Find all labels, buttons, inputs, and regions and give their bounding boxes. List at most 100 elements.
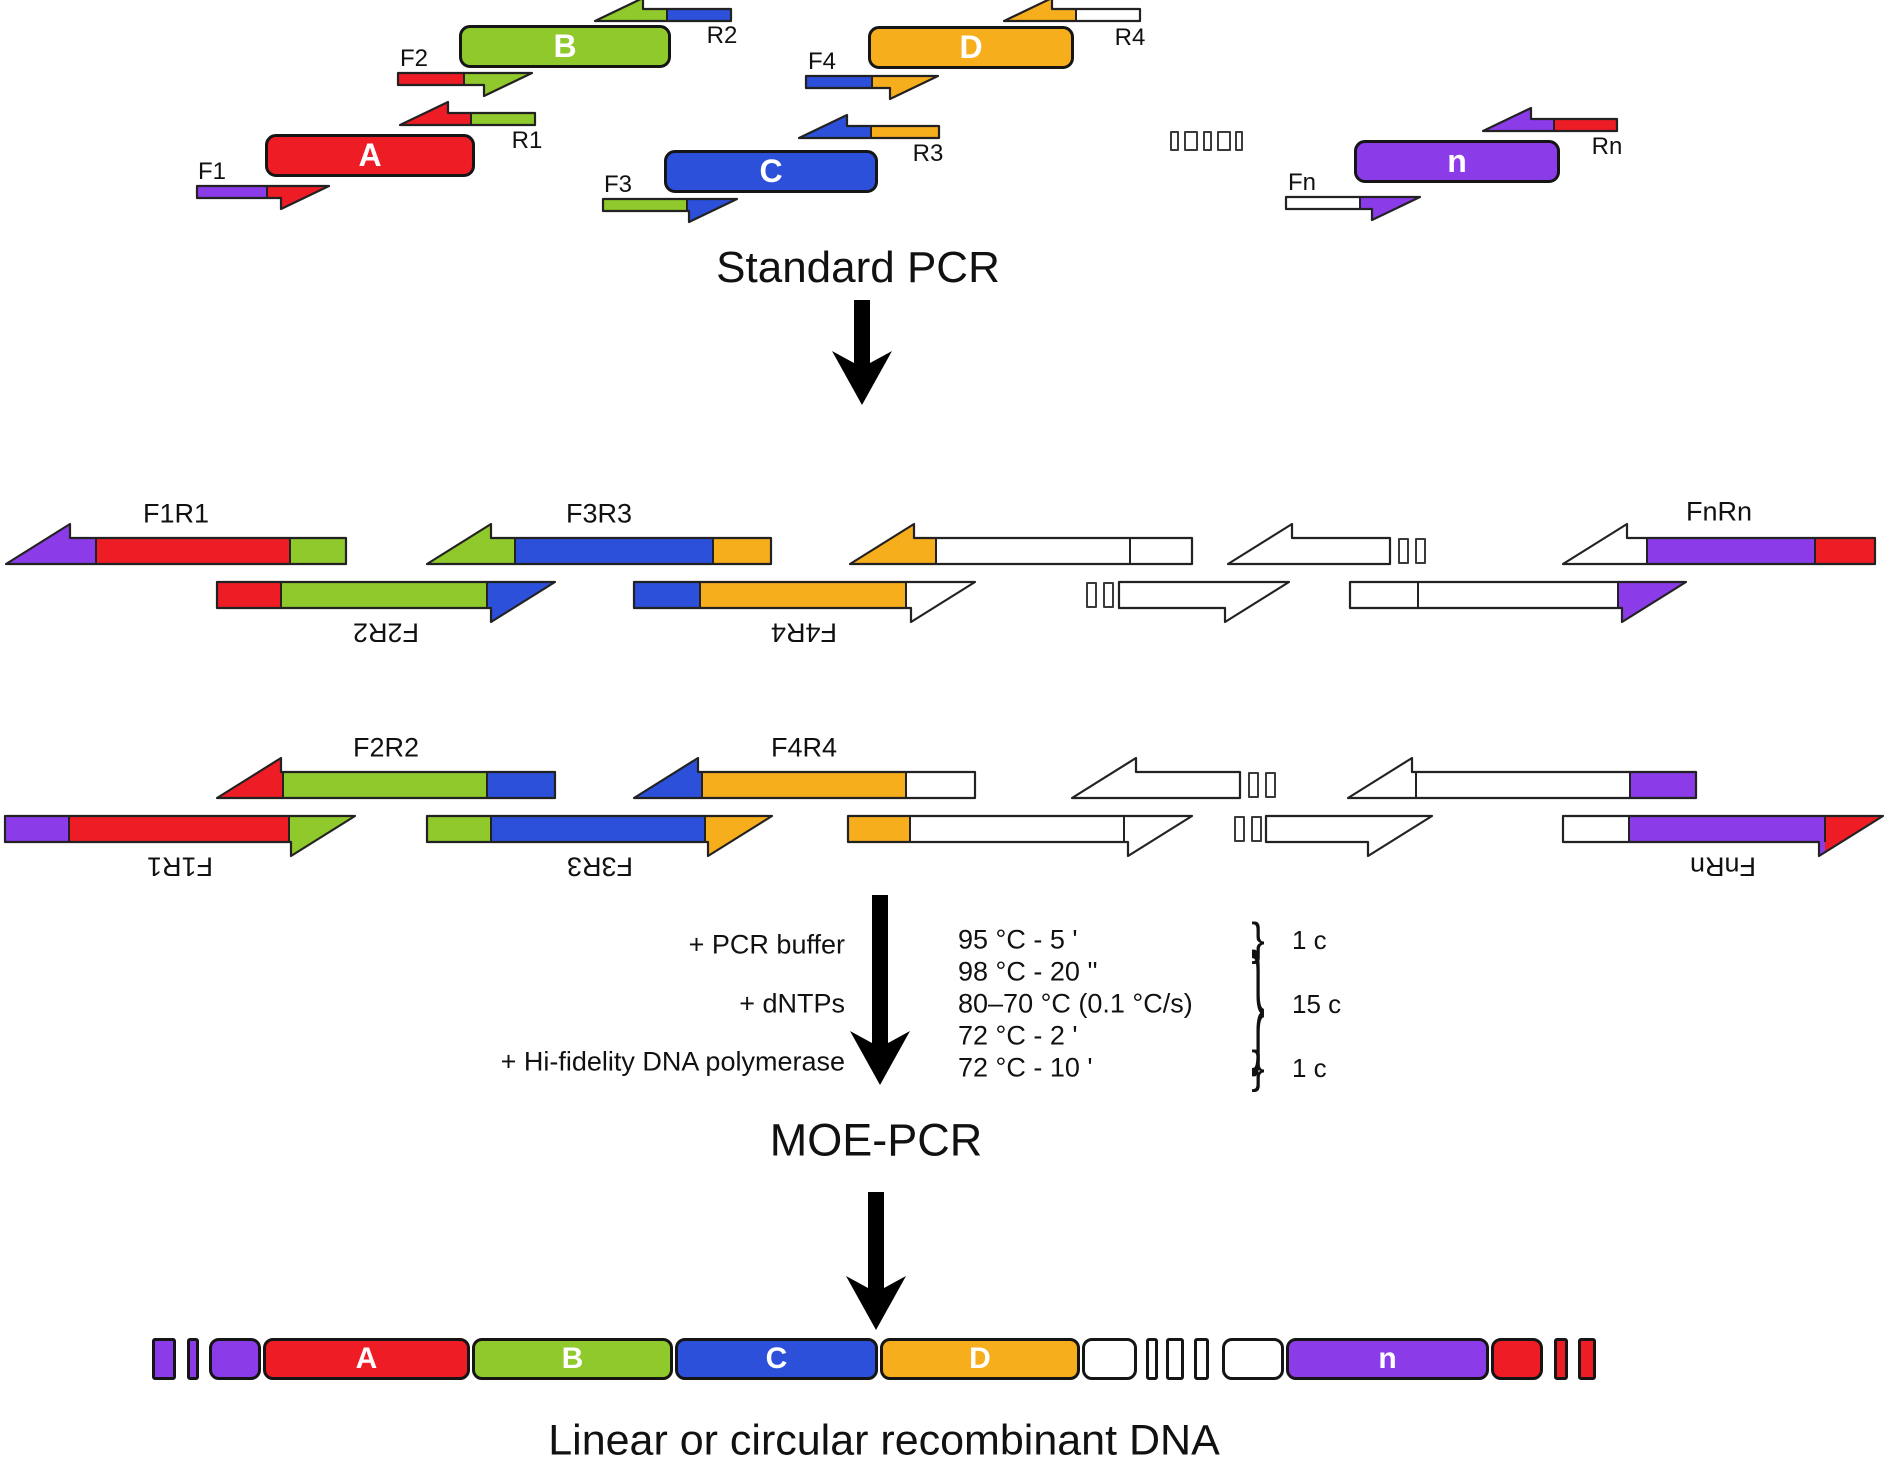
product-label-F2R2: F2R2 [352, 732, 420, 763]
pcr-step-4: 72 °C - 10 ' [958, 1052, 1093, 1083]
ellipsis-mark [1203, 131, 1212, 151]
product-arrow-FnRn [1561, 814, 1885, 858]
final-bar-segment [152, 1338, 176, 1380]
primer-arrow-Fn [1284, 195, 1422, 222]
pcr-step-3: 72 °C - 2 ' [958, 1020, 1078, 1051]
product-arrow-generic [1117, 580, 1291, 624]
final-bar-segment [1146, 1338, 1158, 1380]
pcr-step-2: 80–70 °C (0.1 °C/s) [958, 988, 1193, 1019]
primer-label-Rn: Rn [1591, 133, 1623, 160]
product-arrow-F4R4 [632, 580, 977, 624]
cycle-brace: } [1251, 929, 1265, 1079]
product-arrow-F2R2 [215, 580, 557, 624]
product-label-F3R3: F3R3 [565, 498, 633, 529]
cycle-count-label: 1 c [1292, 925, 1327, 955]
continuation-mark [1103, 582, 1114, 608]
final-bar-segment [1554, 1338, 1568, 1380]
final-bar-segment [1578, 1338, 1596, 1380]
primer-label-Fn: Fn [1287, 169, 1317, 196]
ellipsis-mark [1170, 131, 1179, 151]
primer-label-F4: F4 [807, 48, 837, 75]
product-arrow-F2R2 [215, 756, 557, 800]
final-bar-segment [1194, 1338, 1209, 1380]
final-down-arrow [846, 1192, 906, 1330]
product-label-F3R3: F3R3 [566, 851, 634, 882]
primer-arrow-R2 [593, 0, 733, 23]
final-caption: Linear or circular recombinant DNA [548, 1416, 1220, 1465]
product-label-FnRn: FnRn [1685, 496, 1753, 527]
moe-pcr-title: MOE-PCR [769, 1114, 983, 1166]
product-arrow-generic [1264, 814, 1434, 858]
product-arrow-F1R1 [3, 814, 357, 858]
final-bar-segment [1491, 1338, 1543, 1380]
primer-label-R3: R3 [912, 140, 944, 167]
product-arrow-generic [846, 814, 1194, 858]
continuation-mark [1265, 772, 1276, 798]
gene-box-n: n [1354, 140, 1560, 183]
primer-label-R2: R2 [706, 22, 738, 49]
primer-label-F2: F2 [399, 45, 429, 72]
reagent-label-1: + dNTPs [739, 988, 845, 1019]
final-bar-segment-n: n [1286, 1338, 1489, 1380]
continuation-mark [1086, 582, 1097, 608]
primer-arrow-F1 [195, 184, 331, 211]
product-arrow-generic [1070, 756, 1242, 800]
continuation-mark [1248, 772, 1259, 798]
final-bar-segment-B: B [472, 1338, 673, 1380]
final-bar-segment [1166, 1338, 1184, 1380]
moe-pcr-down-arrow [850, 895, 910, 1085]
final-bar-segment-D: D [880, 1338, 1080, 1380]
product-label-F2R2: F2R2 [352, 617, 420, 648]
continuation-mark [1398, 538, 1409, 564]
ellipsis-mark [1184, 131, 1198, 151]
final-bar-segment-C: C [675, 1338, 878, 1380]
cycle-brace: } [1251, 1043, 1265, 1093]
reagent-label-2: + Hi-fidelity DNA polymerase [500, 1046, 845, 1077]
product-label-F1R1: F1R1 [146, 851, 214, 882]
product-arrow-F4R4 [632, 756, 977, 800]
gene-box-C: C [664, 150, 878, 193]
cycle-brace: } [1251, 915, 1265, 965]
continuation-mark [1251, 816, 1262, 842]
product-arrow-generic [848, 522, 1194, 566]
primer-arrow-F2 [396, 71, 534, 98]
product-label-F4R4: F4R4 [770, 732, 838, 763]
standard-pcr-down-arrow [832, 300, 892, 405]
final-bar-segment [209, 1338, 261, 1380]
primer-label-R4: R4 [1114, 24, 1146, 51]
primer-label-R1: R1 [511, 127, 543, 154]
continuation-mark [1234, 816, 1245, 842]
primer-arrow-F4 [804, 74, 940, 101]
reagent-label-0: + PCR buffer [688, 929, 845, 960]
cycle-count-label: 15 c [1292, 989, 1342, 1019]
final-bar-segment-A: A [263, 1338, 470, 1380]
primer-label-F1: F1 [197, 158, 227, 185]
primer-arrow-R3 [797, 113, 941, 140]
primer-arrow-R4 [1002, 0, 1142, 23]
cycle-count-label: 1 c [1292, 1053, 1327, 1083]
primer-arrow-Rn [1481, 106, 1619, 133]
final-bar-segment [187, 1338, 199, 1380]
gene-box-A: A [265, 134, 475, 177]
final-bar-segment [1222, 1338, 1284, 1380]
primer-label-F3: F3 [603, 171, 633, 198]
product-arrow-F3R3 [425, 522, 773, 566]
continuation-mark [1415, 538, 1426, 564]
primer-arrow-F3 [601, 197, 739, 224]
product-arrow-F1R1 [4, 522, 348, 566]
standard-pcr-title: Standard PCR [716, 243, 1000, 292]
product-arrow-generic [1348, 580, 1688, 624]
product-arrow-F3R3 [425, 814, 774, 858]
product-arrow-generic [1346, 756, 1698, 800]
final-bar-segment [1082, 1338, 1137, 1380]
gene-box-D: D [868, 26, 1074, 69]
product-arrow-generic [1226, 522, 1392, 566]
ellipsis-mark [1217, 131, 1231, 151]
ellipsis-mark [1235, 131, 1243, 151]
product-label-FnRn: FnRn [1689, 851, 1757, 882]
gene-box-B: B [459, 25, 671, 68]
product-arrow-FnRn [1561, 522, 1877, 566]
primer-arrow-R1 [398, 100, 537, 127]
product-label-F4R4: F4R4 [770, 617, 838, 648]
